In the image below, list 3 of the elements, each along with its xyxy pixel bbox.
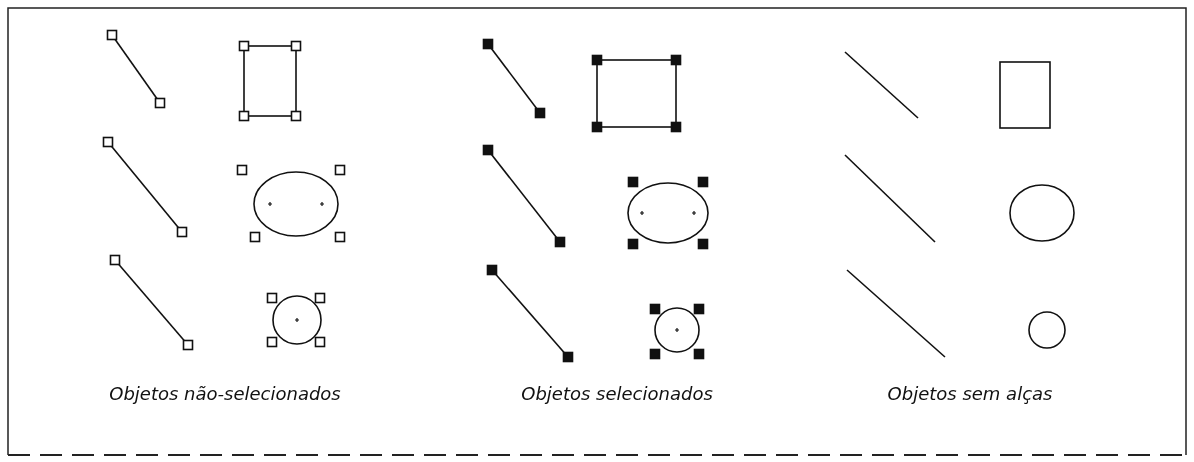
caption: Objetos sem alças (887, 383, 1053, 404)
caption: Objetos selecionados (521, 383, 713, 404)
caption: Objetos não-selecionados (109, 383, 341, 404)
